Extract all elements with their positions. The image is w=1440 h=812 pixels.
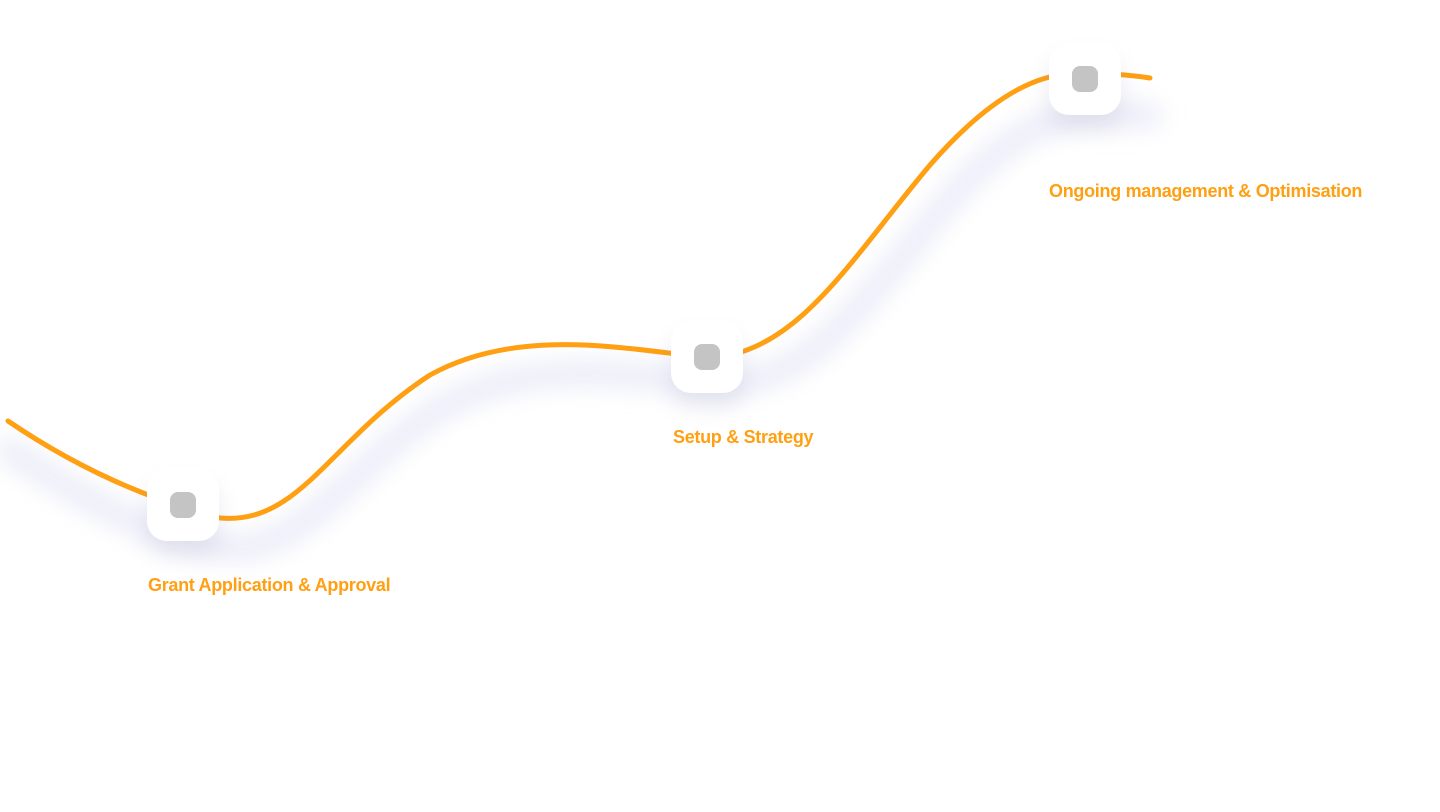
step-1-node xyxy=(147,469,219,541)
step-1-label: Grant Application & Approval xyxy=(148,575,391,595)
step-3-label: Ongoing management & Optimisation xyxy=(1049,181,1363,201)
placeholder-dot-icon xyxy=(1072,66,1098,92)
step-3-node xyxy=(1049,43,1121,115)
journey-path xyxy=(5,71,1153,521)
journey-path-shadow xyxy=(0,103,1162,561)
placeholder-dot-icon xyxy=(694,344,720,370)
step-2-node xyxy=(671,321,743,393)
placeholder-dot-icon xyxy=(170,492,196,518)
step-2-label: Setup & Strategy xyxy=(673,427,814,447)
